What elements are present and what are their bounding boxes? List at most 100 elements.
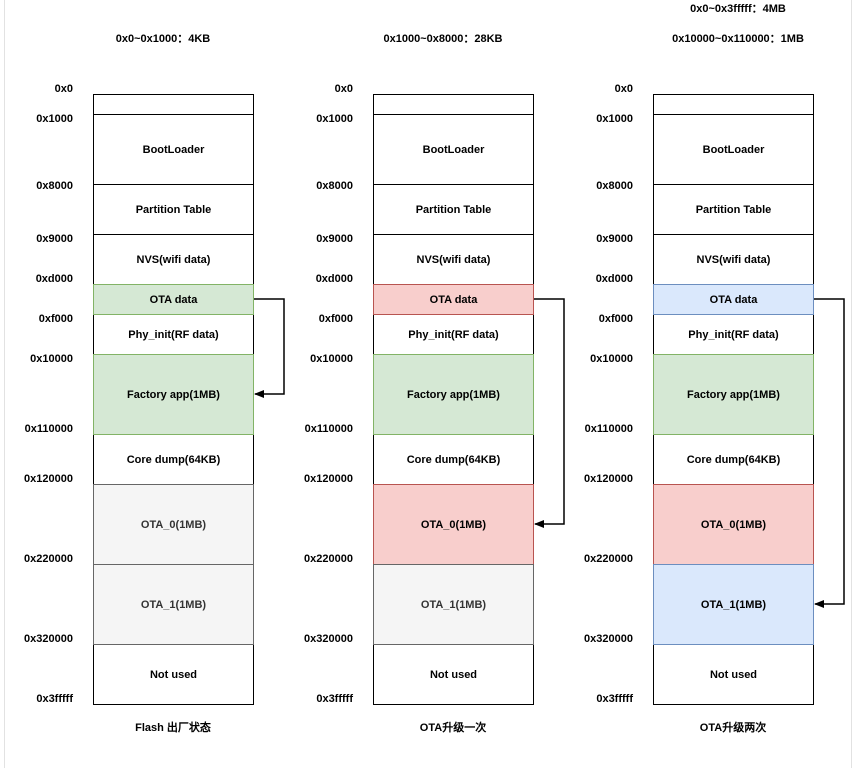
address-label: 0xf000 <box>598 313 633 325</box>
block-bootloader: BootLoader <box>93 114 254 185</box>
column-caption: OTA升级一次 <box>419 722 487 734</box>
header-col3-line1: 0x0~0x3fffff：4MB <box>690 3 786 15</box>
address-label: 0x8000 <box>36 180 73 192</box>
block-ota-0: OTA_0(1MB) <box>93 484 254 565</box>
block-label: Factory app(1MB) <box>407 388 500 401</box>
address-label: 0x220000 <box>24 553 73 565</box>
address-label: 0x1000 <box>316 113 353 125</box>
block-phy-init: Phy_init(RF data) <box>653 314 814 355</box>
block-label: BootLoader <box>422 143 485 156</box>
block-ota-1: OTA_1(1MB) <box>373 564 534 645</box>
block-label: OTA data <box>429 293 478 306</box>
block-label: Factory app(1MB) <box>687 388 780 401</box>
address-label: 0x1000 <box>596 113 633 125</box>
address-label: 0x120000 <box>24 473 73 485</box>
block-label: BootLoader <box>142 143 205 156</box>
block-label: OTA data <box>149 293 198 306</box>
block-label: Phy_init(RF data) <box>128 328 219 341</box>
address-label: 0x320000 <box>24 633 73 645</box>
pointer-arrow-3 <box>814 298 845 608</box>
block-label: OTA_0(1MB) <box>420 518 487 531</box>
block-nvs: NVS(wifi data) <box>373 234 534 285</box>
address-label: 0xf000 <box>38 313 73 325</box>
address-label: 0xd000 <box>315 273 353 285</box>
block-label: OTA data <box>709 293 758 306</box>
diagram-frame <box>4 0 852 768</box>
address-label: 0x110000 <box>24 423 73 435</box>
header-col3-line2: 0x10000~0x110000：1MB <box>672 33 804 45</box>
address-label: 0x8000 <box>316 180 353 192</box>
block-label: OTA_1(1MB) <box>140 598 207 611</box>
address-label: 0x320000 <box>304 633 353 645</box>
block-label: Partition Table <box>695 203 772 216</box>
block-bootloader: BootLoader <box>653 114 814 185</box>
header-col2-line1: 0x1000~0x8000：28KB <box>383 33 503 45</box>
block-label: NVS(wifi data) <box>416 253 491 266</box>
block-label: OTA_1(1MB) <box>700 598 767 611</box>
block-ota-0: OTA_0(1MB) <box>653 484 814 565</box>
address-label: 0x0 <box>54 83 73 95</box>
address-label: 0x9000 <box>596 233 633 245</box>
block-label: BootLoader <box>702 143 765 156</box>
address-label: 0xd000 <box>595 273 633 285</box>
address-label: 0x9000 <box>36 233 73 245</box>
address-label: 0x110000 <box>304 423 353 435</box>
address-label: 0x0 <box>614 83 633 95</box>
block-ota-0: OTA_0(1MB) <box>373 484 534 565</box>
block-label: NVS(wifi data) <box>696 253 771 266</box>
address-label: 0x3fffff <box>596 693 633 705</box>
address-label: 0x120000 <box>584 473 633 485</box>
block-factory-app: Factory app(1MB) <box>373 354 534 435</box>
block-label: Core dump(64KB) <box>686 453 781 466</box>
block-phy-init: Phy_init(RF data) <box>373 314 534 355</box>
address-label: 0x10000 <box>310 353 353 365</box>
address-label: 0xd000 <box>35 273 73 285</box>
block-label: Phy_init(RF data) <box>688 328 779 341</box>
block-label: Core dump(64KB) <box>126 453 221 466</box>
block-label: Partition Table <box>135 203 212 216</box>
block-label: OTA_0(1MB) <box>700 518 767 531</box>
block-partition-table: Partition Table <box>93 184 254 235</box>
address-label: 0x110000 <box>584 423 633 435</box>
address-label: 0x9000 <box>316 233 353 245</box>
address-label: 0x220000 <box>304 553 353 565</box>
block-core-dump: Core dump(64KB) <box>93 434 254 485</box>
block-factory-app: Factory app(1MB) <box>93 354 254 435</box>
block-core-dump: Core dump(64KB) <box>653 434 814 485</box>
block-phy-init: Phy_init(RF data) <box>93 314 254 355</box>
block-partition-table: Partition Table <box>373 184 534 235</box>
block-ota-1: OTA_1(1MB) <box>93 564 254 645</box>
block-core-dump: Core dump(64KB) <box>373 434 534 485</box>
block-not-used: Not used <box>93 644 254 705</box>
pointer-arrow-1 <box>254 298 285 398</box>
block-partition-table: Partition Table <box>653 184 814 235</box>
block-label: OTA_0(1MB) <box>140 518 207 531</box>
address-label: 0x1000 <box>36 113 73 125</box>
block-not-used: Not used <box>373 644 534 705</box>
block-nvs: NVS(wifi data) <box>93 234 254 285</box>
header-col1-line1: 0x0~0x1000：4KB <box>115 33 211 45</box>
pointer-arrow-2 <box>534 298 565 528</box>
block-label: NVS(wifi data) <box>136 253 211 266</box>
block-reserved <box>93 94 254 115</box>
block-ota-1: OTA_1(1MB) <box>653 564 814 645</box>
block-label: Not used <box>429 668 478 681</box>
block-ota-data: OTA data <box>373 284 534 315</box>
address-label: 0x10000 <box>590 353 633 365</box>
address-label: 0x120000 <box>304 473 353 485</box>
column-caption: Flash 出厂状态 <box>135 722 211 734</box>
address-label: 0xf000 <box>318 313 353 325</box>
block-nvs: NVS(wifi data) <box>653 234 814 285</box>
column-caption: OTA升级两次 <box>699 722 767 734</box>
block-factory-app: Factory app(1MB) <box>653 354 814 435</box>
block-label: Not used <box>149 668 198 681</box>
block-label: Not used <box>709 668 758 681</box>
block-label: Core dump(64KB) <box>406 453 501 466</box>
address-label: 0x10000 <box>30 353 73 365</box>
address-label: 0x220000 <box>584 553 633 565</box>
block-label: Partition Table <box>415 203 492 216</box>
block-label: Factory app(1MB) <box>127 388 220 401</box>
block-ota-data: OTA data <box>653 284 814 315</box>
block-label: Phy_init(RF data) <box>408 328 499 341</box>
